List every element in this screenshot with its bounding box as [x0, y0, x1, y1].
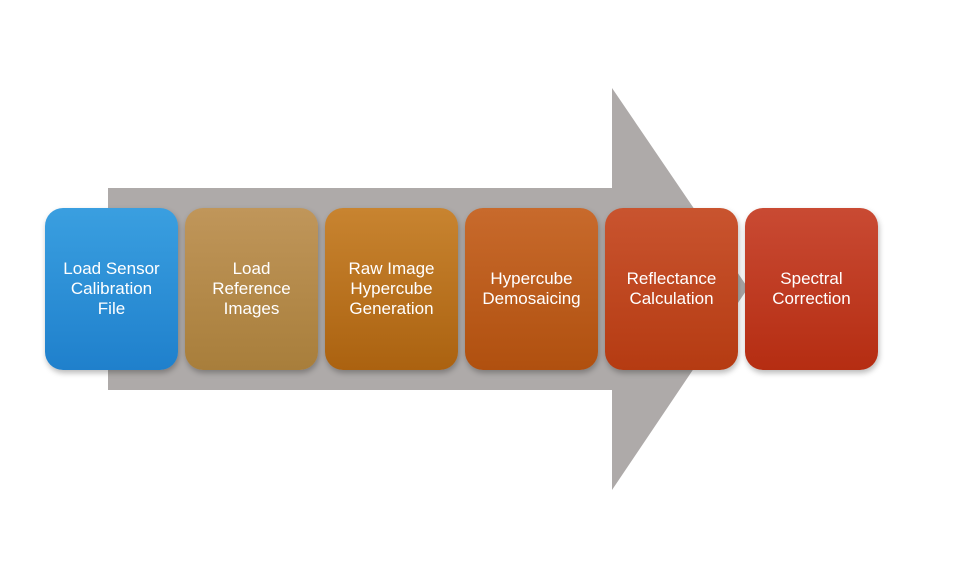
step-label: Reflectance Calculation — [626, 269, 717, 308]
step-label: Raw Image Hypercube Generation — [348, 259, 435, 318]
step-load-reference-images: Load Reference Images — [185, 208, 318, 370]
step-label: Hypercube Demosaicing — [482, 269, 581, 308]
step-label: Spectral Correction — [772, 269, 851, 308]
step-reflectance-calculation: Reflectance Calculation — [605, 208, 738, 370]
step-label: Load Sensor Calibration File — [63, 259, 160, 318]
step-raw-image-hypercube-generation: Raw Image Hypercube Generation — [325, 208, 458, 370]
step-label: Load Reference Images — [212, 259, 291, 318]
step-spectral-correction: Spectral Correction — [745, 208, 878, 370]
step-hypercube-demosaicing: Hypercube Demosaicing — [465, 208, 598, 370]
step-load-sensor-calibration-file: Load Sensor Calibration File — [45, 208, 178, 370]
